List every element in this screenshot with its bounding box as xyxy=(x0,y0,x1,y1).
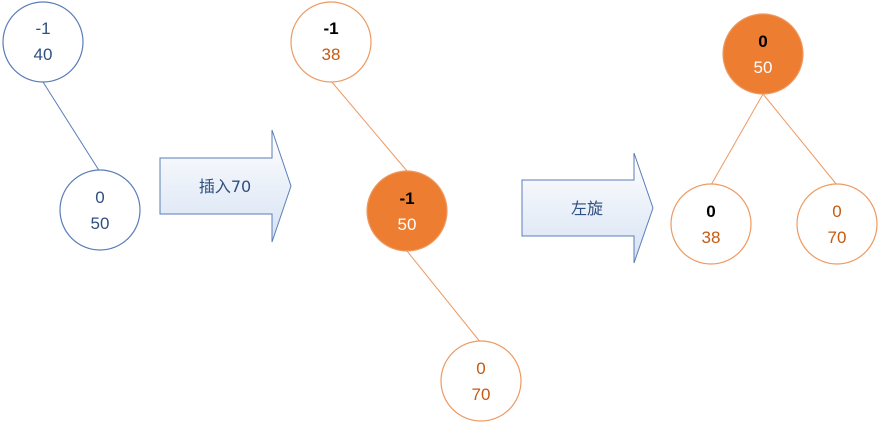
node-50-key: 50 xyxy=(91,214,110,233)
arrow-left-rotate-label: 左旋 xyxy=(571,199,603,218)
node-38-key: 38 xyxy=(322,45,341,64)
arrow-insert: 插入70 xyxy=(159,129,292,243)
tree-before-insert: -1 40 0 50 xyxy=(2,1,141,251)
node-70-balance-factor: 0 xyxy=(476,359,485,378)
node-70: 0 70 xyxy=(440,340,522,422)
node-50-key: 50 xyxy=(398,215,417,234)
node-70: 0 70 xyxy=(796,183,878,265)
node-40-balance-factor: -1 xyxy=(35,19,50,38)
arrow-insert-label: 插入70 xyxy=(199,177,251,196)
node-50-root: 0 50 xyxy=(722,13,804,95)
node-70-balance-factor: 0 xyxy=(832,202,841,221)
edge-50-70 xyxy=(762,93,838,186)
node-50-key: 50 xyxy=(754,58,773,77)
node-38: 0 38 xyxy=(670,183,752,265)
node-50-balance-factor: 0 xyxy=(95,188,104,207)
node-50: 0 50 xyxy=(59,169,141,251)
node-50-balance-factor: 0 xyxy=(758,32,767,51)
node-50-highlighted: -1 50 xyxy=(366,170,448,252)
right-arrow-shape xyxy=(159,129,292,243)
edge-50-38 xyxy=(710,93,764,186)
edge-50-70 xyxy=(406,250,482,344)
node-38-balance-factor: -1 xyxy=(323,19,338,38)
edge-38-50 xyxy=(330,80,408,172)
node-50-balance-factor: -1 xyxy=(399,189,414,208)
node-38-balance-factor: 0 xyxy=(706,202,715,221)
node-38-key: 38 xyxy=(702,228,721,247)
tree-after-insert: -1 38 -1 50 0 70 xyxy=(290,1,522,422)
node-40: -1 40 xyxy=(2,1,84,83)
node-40-key: 40 xyxy=(34,45,53,64)
tree-after-rotation: 0 50 0 38 0 70 xyxy=(670,13,878,265)
node-70-key: 70 xyxy=(828,228,847,247)
edge-40-50 xyxy=(42,81,101,173)
node-70-key: 70 xyxy=(472,385,491,404)
arrow-left-rotate: 左旋 xyxy=(521,152,654,264)
node-38: -1 38 xyxy=(290,1,372,83)
right-arrow-shape xyxy=(521,152,654,264)
